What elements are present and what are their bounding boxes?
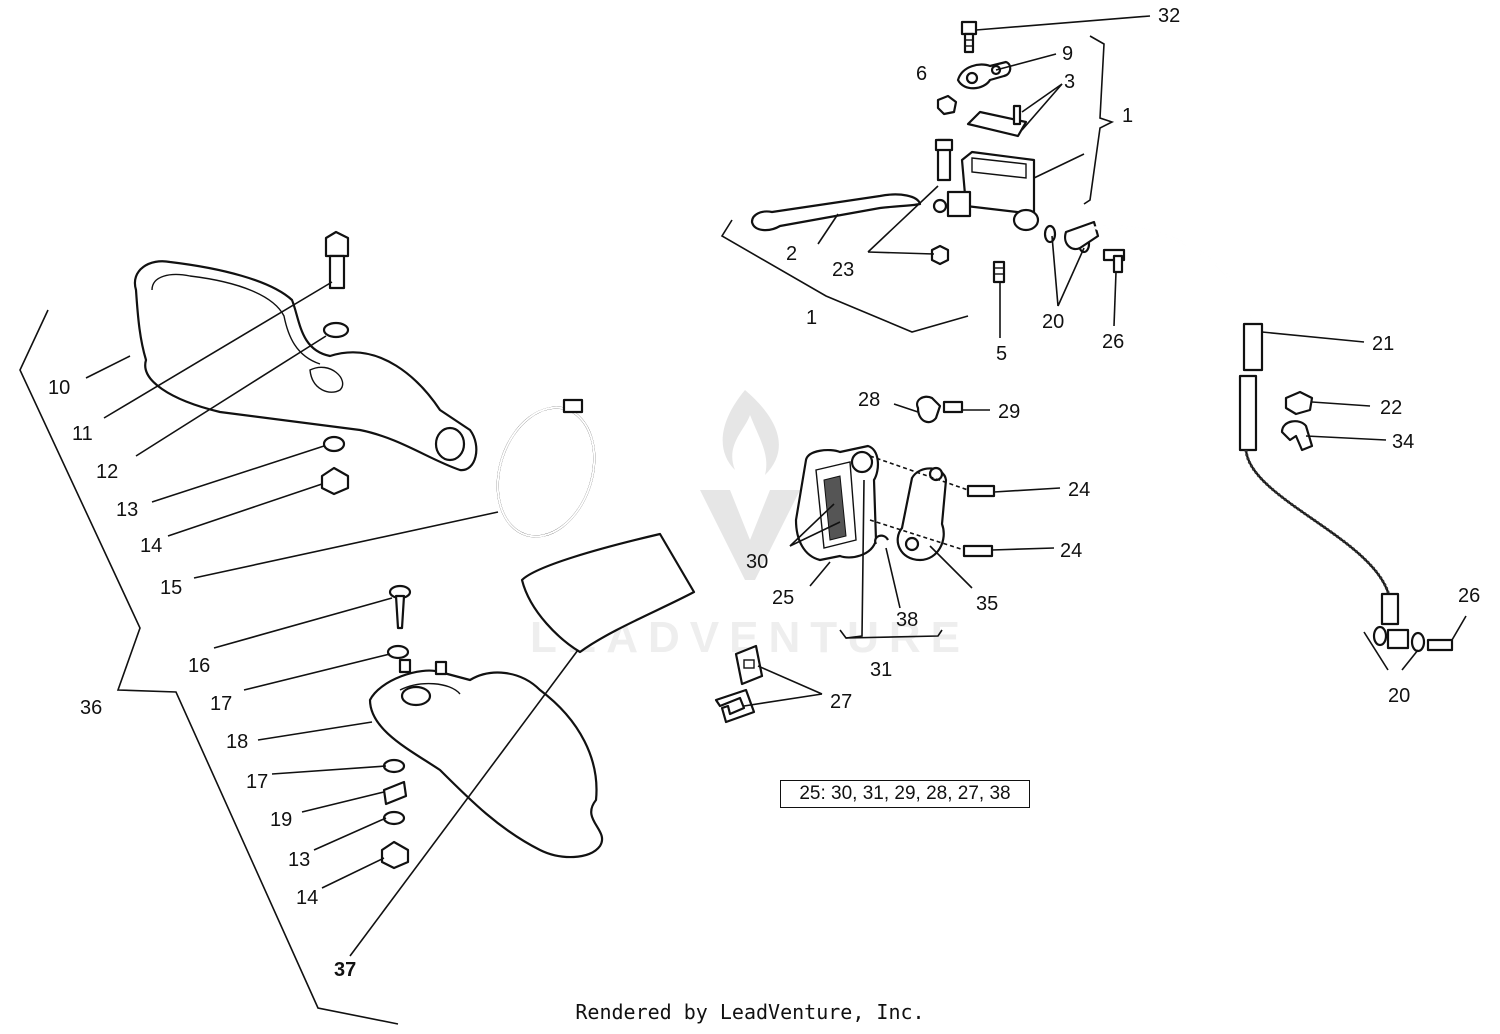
callout-15: 15 (160, 577, 182, 599)
callout-10: 10 (48, 377, 70, 399)
callout-12: 12 (96, 461, 118, 483)
callout-36: 36 (80, 697, 102, 719)
callout-17-upper: 17 (210, 693, 232, 715)
handguard-lower-18 (368, 658, 604, 859)
callout-16: 16 (188, 655, 210, 677)
brake-lever-2-part (750, 193, 922, 232)
hose-guide-parts (1280, 390, 1314, 452)
banjo-bolt-26-lower-part (1426, 638, 1454, 652)
callout-11: 11 (72, 423, 93, 445)
reservoir-cover-3-part (966, 110, 1028, 138)
brake-hose-21 (1093, 225, 1454, 653)
callout-14-upper: 14 (140, 535, 162, 557)
master-cylinder-assembly (750, 20, 1126, 284)
callout-17-lower: 17 (246, 771, 268, 793)
callout-23: 23 (832, 259, 854, 281)
callout-22: 22 (1380, 397, 1402, 419)
callout-32: 32 (1158, 5, 1180, 27)
clamp-9-part (956, 60, 1012, 90)
render-credit-footer: Rendered by LeadVenture, Inc. (575, 1000, 925, 1024)
callout-3: 3 (1064, 71, 1075, 93)
foam-pad-37-part (520, 532, 696, 654)
callout-24-lower: 24 (1060, 540, 1082, 562)
watermark-flame-icon (722, 390, 779, 475)
callout-30: 30 (746, 551, 768, 573)
nut-6-part (936, 94, 958, 116)
callout-6: 6 (916, 63, 927, 85)
callout-1-lower: 1 (806, 307, 817, 329)
callout-29: 29 (998, 401, 1020, 423)
callout-37: 37 (334, 959, 356, 981)
bolt-32-part (960, 20, 978, 54)
washer-20-part (1043, 224, 1057, 244)
callout-13-upper: 13 (116, 499, 138, 521)
caliper-kit-note: 25: 30, 31, 29, 28, 27, 38 (780, 780, 1030, 808)
callout-38: 38 (896, 609, 918, 631)
nut-14-lower-part (380, 840, 410, 870)
clamp-band-15-part (496, 398, 596, 538)
callout-18: 18 (226, 731, 248, 753)
washer-12-part (322, 321, 350, 339)
callout-28: 28 (858, 389, 880, 411)
callout-24-upper: 24 (1068, 479, 1090, 501)
callout-34: 34 (1392, 431, 1414, 453)
callout-31: 31 (870, 659, 892, 681)
caliper-bolt-24-part (966, 484, 996, 498)
callout-labels: 32 9 6 3 1 2 23 1 5 20 26 21 22 34 28 29… (48, 5, 1480, 981)
callout-26-upper: 26 (1102, 331, 1124, 353)
washer-17-upper-part (386, 644, 410, 660)
callout-35: 35 (976, 593, 998, 615)
callout-19: 19 (270, 809, 292, 831)
caliper-assembly (794, 395, 996, 562)
callout-26-lower: 26 (1458, 585, 1480, 607)
washer-13-lower-part (382, 810, 406, 826)
callout-25: 25 (772, 587, 794, 609)
brake-switch-5-part (992, 260, 1006, 284)
nut-14-part (320, 466, 350, 496)
lockwasher-19-part (382, 780, 408, 806)
callout-21: 21 (1372, 333, 1394, 355)
callout-2: 2 (786, 243, 797, 265)
callout-14-lower: 14 (296, 887, 318, 909)
screw-16-part (388, 584, 412, 630)
callout-5: 5 (996, 343, 1007, 365)
watermark-v-icon (700, 490, 800, 580)
callout-20-upper: 20 (1042, 311, 1064, 333)
callout-20-lower: 20 (1388, 685, 1410, 707)
callout-13-lower: 13 (288, 849, 310, 871)
caliper-bracket-35-part (896, 467, 948, 562)
handguard-upper-10 (133, 260, 478, 472)
bolt-11-part (324, 230, 350, 290)
leader-lines (19, 15, 1467, 1025)
callout-27: 27 (830, 691, 852, 713)
washer-17-lower-part (382, 758, 406, 774)
caliper-bolt-24-part (962, 544, 994, 558)
callout-1-upper: 1 (1122, 105, 1133, 127)
callout-9: 9 (1062, 43, 1073, 65)
washer-13-part (322, 435, 346, 453)
